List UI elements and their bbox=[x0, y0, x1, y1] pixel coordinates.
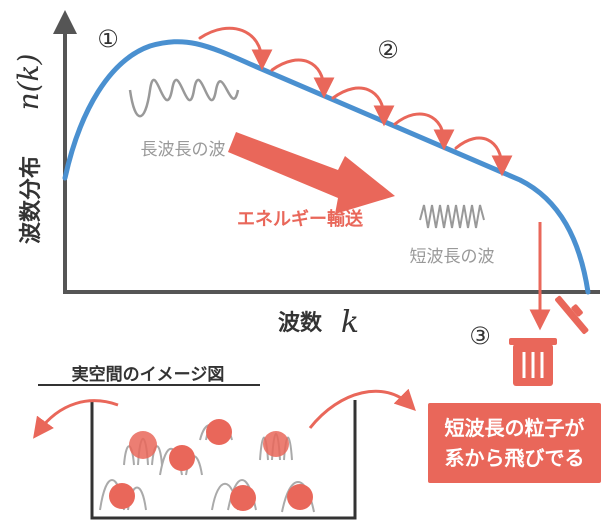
cascade-arrow bbox=[454, 136, 513, 177]
trash-can-icon bbox=[509, 295, 589, 386]
distribution-curve bbox=[62, 39, 591, 295]
wave-short-icon bbox=[419, 204, 485, 229]
real-space-container bbox=[90, 400, 357, 520]
particle-icon bbox=[263, 431, 289, 457]
particle-icon bbox=[230, 485, 256, 511]
escape-arrow-right bbox=[308, 388, 416, 429]
escape-caption-line2: 系から飛びでる bbox=[444, 446, 585, 470]
x-axis-math-label: k bbox=[341, 305, 359, 340]
x-axis-label: 波数 bbox=[278, 310, 323, 336]
cascade-arrows bbox=[198, 26, 513, 177]
short-wave-label: 短波長の波 bbox=[410, 247, 495, 267]
real-space-title: 実空間のイメージ図 bbox=[72, 364, 225, 385]
long-wave-label: 長波長の波 bbox=[141, 140, 226, 160]
escape-arrow-left bbox=[33, 399, 119, 439]
marker-1: ① bbox=[97, 25, 119, 53]
cascade-arrow bbox=[331, 86, 395, 127]
cascade-arrow bbox=[393, 112, 455, 151]
y-axis-math-label: n(k) bbox=[12, 54, 45, 111]
cascade-arrow bbox=[198, 26, 273, 71]
particle-icon bbox=[287, 484, 313, 510]
energy-transport-label: エネルギー輸送 bbox=[237, 208, 364, 230]
particle-icon bbox=[206, 419, 232, 445]
energy-transport-arrow bbox=[228, 132, 395, 214]
particle-icon bbox=[169, 445, 195, 471]
escape-caption-box: 短波長の粒子が 系から飛びでる bbox=[428, 403, 601, 483]
wave-long-icon bbox=[128, 78, 240, 118]
escape-caption-line1: 短波長の粒子が bbox=[444, 416, 585, 440]
marker-3: ③ bbox=[469, 322, 491, 350]
marker-2: ② bbox=[377, 36, 399, 64]
particle-icon bbox=[129, 431, 157, 459]
y-axis-label: 波数分布 bbox=[18, 156, 44, 244]
particle-icon bbox=[109, 483, 135, 509]
cascade-arrow bbox=[270, 58, 335, 99]
particles bbox=[99, 419, 315, 513]
